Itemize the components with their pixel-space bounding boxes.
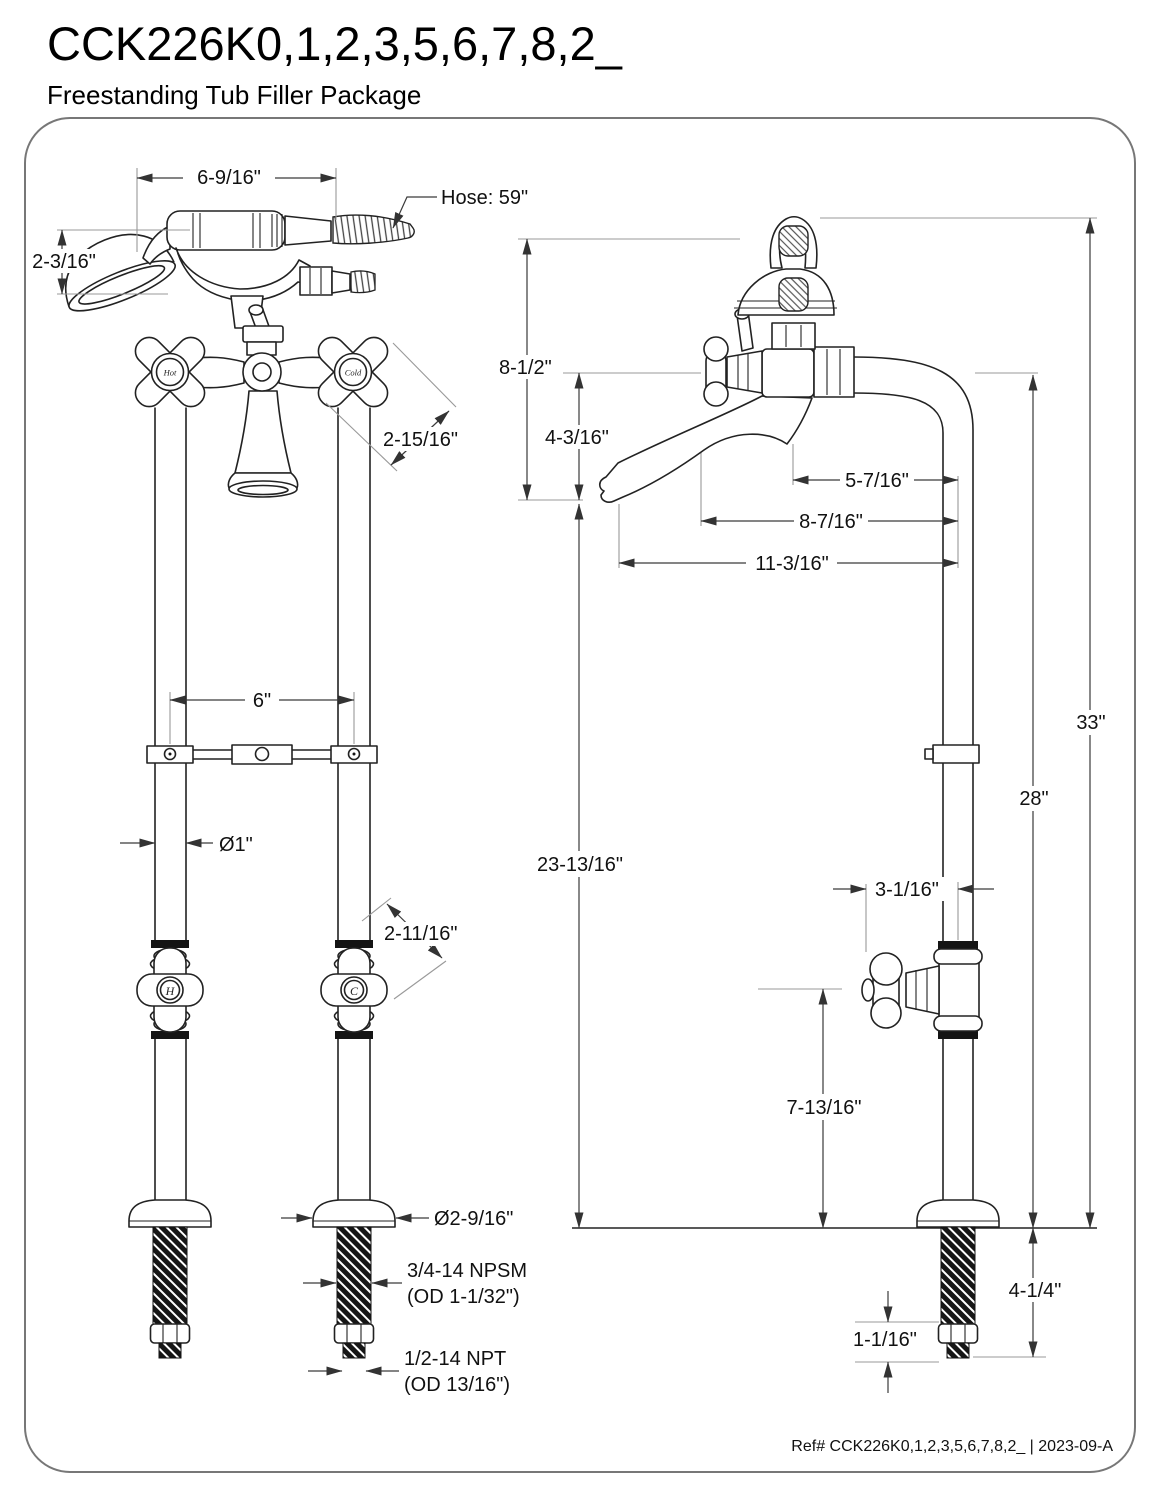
side-dim-height-pipe-label: 28" — [1019, 788, 1048, 810]
side-dimensions: 8-1/2" 4-3/16" 23-13/16" 5-7/16" 8-7/16"… — [497, 217, 1112, 1393]
floor-mount-left — [128, 1199, 212, 1359]
front-dim-flange-label: Ø2-9/16" — [434, 1208, 513, 1230]
hot-handle: Hot — [134, 336, 206, 408]
side-dim-valve-offset-label: 3-1/16" — [875, 879, 939, 901]
side-dim-reach-small-label: 5-7/16" — [845, 470, 909, 492]
hand-shower — [64, 210, 415, 356]
hose-length-label: Hose: 59" — [441, 187, 528, 209]
npt-thread-label: 1/2-14 NPT — [404, 1348, 506, 1370]
hot-valve-letter: H — [165, 984, 176, 998]
side-dim-nut-label: 1-1/16" — [853, 1329, 917, 1351]
npsm-thread-label: 3/4-14 NPSM — [407, 1260, 527, 1282]
handle-side — [703, 336, 763, 407]
front-dim-handle-label: 2-15/16" — [383, 429, 458, 451]
npt-od-label: (OD 13/16") — [404, 1374, 510, 1396]
supply-pipes-front — [154, 407, 371, 1202]
hot-stop-valve: H — [136, 940, 204, 1039]
floor-mount-right — [312, 1199, 396, 1359]
faucet-side — [598, 215, 855, 503]
support-crossbar — [146, 744, 378, 765]
front-dim-spread-label: 6-9/16" — [197, 167, 261, 189]
side-dim-height-full-label: 33" — [1076, 712, 1105, 734]
side-valve — [861, 941, 983, 1039]
npsm-od-label: (OD 1-1/32") — [407, 1286, 520, 1308]
side-view: 8-1/2" 4-3/16" 23-13/16" 5-7/16" 8-7/16"… — [497, 215, 1112, 1393]
side-dim-reach-mid-label: 8-7/16" — [799, 511, 863, 533]
hose-outlet — [299, 266, 376, 296]
side-dim-top-label: 8-1/2" — [499, 357, 552, 379]
side-dim-floor-spout-label: 23-13/16" — [537, 854, 623, 876]
page-subtitle: Freestanding Tub Filler Package — [47, 80, 421, 110]
side-dim-valve-height-label: 7-13/16" — [787, 1097, 862, 1119]
tub-spout-front — [227, 390, 299, 498]
sheet-border — [24, 117, 1136, 1473]
hot-medallion-label: Hot — [163, 368, 177, 378]
page-title: CCK226K0,1,2,3,5,6,7,8,2_ — [47, 17, 623, 70]
front-dim-valve-label: 2-11/16" — [384, 923, 457, 945]
cold-valve-letter: C — [350, 984, 359, 998]
riser-pipe — [852, 356, 974, 1202]
floor-mount-side — [916, 1199, 1000, 1359]
pipe-collar — [924, 744, 980, 764]
front-view: Hot Cold — [28, 166, 528, 1396]
front-dim-centers-label: 6" — [253, 690, 271, 712]
cold-stop-valve: C — [320, 940, 388, 1039]
side-dim-reach-full-label: 11-3/16" — [755, 553, 828, 575]
tub-spout-side — [598, 395, 813, 503]
footer-ref: Ref# CCK226K0,1,2,3,5,6,7,8,2_ | 2023-09… — [791, 1438, 1113, 1455]
front-dim-pipe-label: Ø1" — [219, 834, 253, 856]
front-dimensions: 6-9/16" Hose: 59" 2-3/16" 2-15/16" 6" Ø1… — [28, 166, 528, 1396]
side-dim-spout-height-label: 4-3/16" — [545, 427, 609, 449]
side-dim-under-floor-label: 4-1/4" — [1009, 1280, 1062, 1302]
front-dim-head-label: 2-3/16" — [32, 251, 96, 273]
cold-medallion-label: Cold — [345, 368, 362, 378]
cold-handle: Cold — [317, 336, 389, 408]
